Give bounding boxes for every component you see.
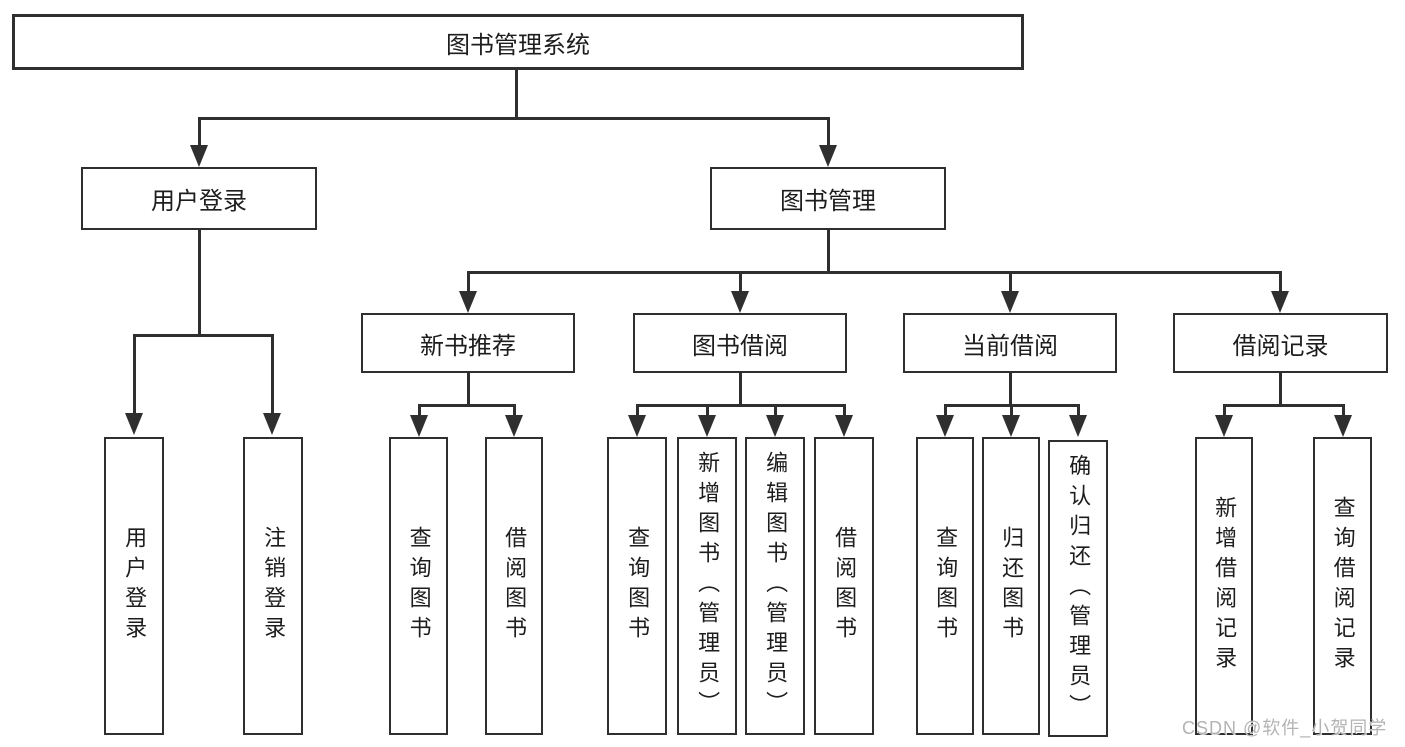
connector-current-borrow-stem (1008, 373, 1012, 406)
leaf-borrow-books-recommend: 借阅图书 (485, 437, 543, 735)
node-label: 新增图书（管理员） (695, 451, 721, 721)
leaf-query-books-borrow: 查询图书 (607, 437, 667, 735)
connector-book-borrow-stem (738, 373, 742, 406)
arrow-down-icon (410, 404, 428, 437)
arrow-down-icon (190, 117, 208, 167)
arrow-down-icon (936, 404, 954, 437)
node-label: 图书借阅 (692, 332, 788, 360)
node-borrow-records: 借阅记录 (1173, 313, 1388, 373)
leaf-query-books-current: 查询图书 (916, 437, 974, 735)
node-user-login: 用户登录 (81, 167, 317, 230)
leaf-query-books-recommend: 查询图书 (389, 437, 448, 735)
arrow-down-icon (505, 404, 523, 437)
csdn-watermark: CSDN @软件_小贺同学 (1182, 718, 1388, 738)
node-label: 注销登录 (261, 526, 287, 646)
arrow-down-icon (731, 271, 749, 313)
node-label: 用户登录 (151, 188, 247, 215)
node-label: 查询图书 (406, 526, 432, 646)
arrow-down-icon (628, 404, 646, 437)
node-label: 用户登录 (122, 526, 148, 646)
arrow-down-icon (1001, 271, 1019, 313)
connector-root-stem (515, 68, 518, 118)
arrow-down-icon (459, 271, 477, 313)
leaf-borrow-books-borrow: 借阅图书 (814, 437, 874, 735)
connector-borrow-records-split (1222, 404, 1345, 407)
connector-new-book-recommend-split (417, 404, 516, 407)
leaf-query-borrow-record: 查询借阅记录 (1313, 437, 1372, 735)
connector-book-borrow-split (635, 404, 846, 407)
node-library-management-system: 图书管理系统 (12, 14, 1024, 70)
arrow-down-icon (766, 404, 784, 437)
node-label: 编辑图书（管理员） (763, 451, 789, 721)
node-label: 借阅记录 (1232, 332, 1329, 360)
arrow-down-icon (1334, 404, 1352, 437)
leaf-add-borrow-record: 新增借阅记录 (1195, 437, 1253, 735)
arrow-down-icon (1271, 271, 1289, 313)
node-new-book-recommend: 新书推荐 (361, 313, 575, 373)
node-label: 借阅图书 (502, 526, 528, 646)
node-label: 新增借阅记录 (1212, 496, 1238, 676)
node-label: 确认归还（管理员） (1066, 453, 1092, 724)
connector-book-management-stem (826, 230, 830, 273)
arrow-down-icon (1002, 404, 1020, 437)
node-label: 查询图书 (933, 526, 959, 646)
leaf-confirm-return-admin: 确认归还（管理员） (1048, 440, 1108, 737)
node-label: 图书管理 (780, 188, 876, 215)
connector-root-split (197, 117, 830, 120)
node-book-management: 图书管理 (710, 167, 946, 230)
connector-book-management-split (466, 271, 1282, 274)
leaf-user-login: 用户登录 (104, 437, 164, 735)
node-label: 图书管理系统 (446, 31, 590, 59)
arrow-down-icon (1069, 404, 1087, 437)
node-label: 借阅图书 (832, 526, 858, 646)
arrow-down-icon (819, 117, 837, 167)
arrow-down-icon (125, 334, 143, 435)
arrow-down-icon (263, 334, 281, 435)
leaf-edit-books-admin: 编辑图书（管理员） (745, 437, 805, 735)
node-label: 当前借阅 (962, 332, 1058, 360)
connector-new-book-recommend-stem (466, 373, 470, 406)
leaf-logout-login: 注销登录 (243, 437, 303, 735)
node-label: 新书推荐 (420, 332, 516, 360)
node-current-borrow: 当前借阅 (903, 313, 1117, 373)
connector-user-login-split (132, 334, 274, 337)
leaf-add-books-admin: 新增图书（管理员） (677, 437, 737, 735)
node-book-borrow: 图书借阅 (633, 313, 847, 373)
node-label: 查询借阅记录 (1330, 496, 1356, 676)
node-label: 查询图书 (625, 526, 651, 646)
arrow-down-icon (698, 404, 716, 437)
connector-borrow-records-stem (1278, 373, 1282, 406)
node-label: 归还图书 (999, 526, 1025, 646)
connector-user-login-stem (197, 230, 201, 336)
arrow-down-icon (1215, 404, 1233, 437)
arrow-down-icon (835, 404, 853, 437)
leaf-return-books: 归还图书 (982, 437, 1040, 735)
